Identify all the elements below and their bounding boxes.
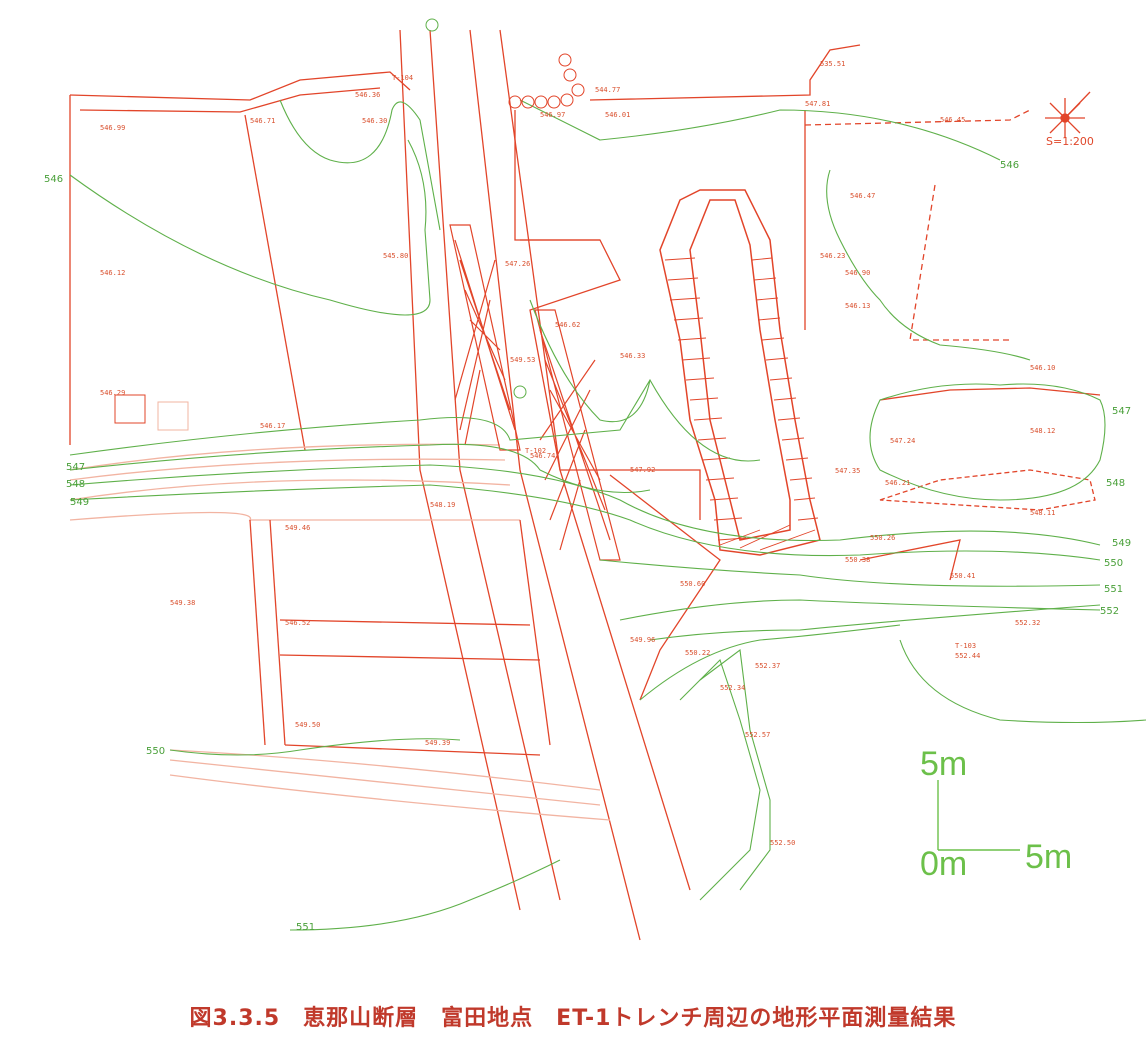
spot-height: 546.33 <box>620 352 645 360</box>
spot-height: 550.60 <box>680 580 705 588</box>
spot-height: 552.37 <box>755 662 780 670</box>
spot-height: 547.35 <box>835 467 860 475</box>
spot-height: 546.47 <box>850 192 875 200</box>
spot-height: 549.50 <box>295 721 320 729</box>
property-boundaries <box>69 29 1101 941</box>
contour-label: 549 <box>70 497 89 508</box>
spot-height: 546.36 <box>355 91 380 99</box>
spot-height: 552.34 <box>720 684 745 692</box>
spot-height: 547.81 <box>805 100 830 108</box>
contour-label: 546 <box>1000 160 1019 171</box>
spot-height: 548.11 <box>1030 509 1055 517</box>
spot-height: 546.17 <box>260 422 285 430</box>
spot-height: 550.41 <box>950 572 975 580</box>
spot-height: 549.38 <box>170 599 195 607</box>
spot-height: 547.92 <box>630 466 655 474</box>
scale-horizontal-label: 5m <box>1025 838 1072 876</box>
spot-height: 546.74 <box>530 452 555 460</box>
spot-height: 550.22 <box>685 649 710 657</box>
contour-label: 550 <box>146 746 165 757</box>
spot-height: 549.96 <box>630 636 655 644</box>
contour-label: 546 <box>44 174 63 185</box>
survey-point-id: T-102 <box>525 447 546 455</box>
spot-height: 546.01 <box>605 111 630 119</box>
spot-height: 550.26 <box>870 534 895 542</box>
scale-bar <box>937 780 1020 851</box>
contour-label: 549 <box>1112 538 1131 549</box>
spot-height: 546.10 <box>1030 364 1055 372</box>
contour-label: 547 <box>1112 406 1131 417</box>
spot-height: 546.90 <box>845 269 870 277</box>
hatched-band-right <box>534 309 621 561</box>
spot-height: 552.44 <box>955 652 980 660</box>
contour-label: 550 <box>1104 558 1123 569</box>
survey-point-id: T-104 <box>392 74 413 82</box>
spot-height: 546.23 <box>820 252 845 260</box>
spot-height: 546.97 <box>540 111 565 119</box>
spot-height: 548.19 <box>430 501 455 509</box>
contour-label: 551 <box>1104 584 1123 595</box>
spot-height: 546.71 <box>250 117 275 125</box>
spot-height: 548.12 <box>1030 427 1055 435</box>
et1-trench <box>659 189 821 556</box>
contour-lines <box>69 99 1146 931</box>
survey-map-svg: S=1:200 5m 0m 5m 546 546 547 547 548 548… <box>44 18 1146 941</box>
scale-ratio: S=1:200 <box>1046 135 1094 148</box>
contour-label: 548 <box>1106 478 1125 489</box>
spot-height: 546.21 <box>885 479 910 487</box>
spot-height: 535.51 <box>820 60 845 68</box>
north-arrow-icon <box>1045 91 1091 138</box>
hatched-band-left <box>449 224 521 451</box>
contour-label: 547 <box>66 462 85 473</box>
tree-row <box>508 53 585 109</box>
scale-vertical-label: 5m <box>920 745 967 783</box>
spot-height: 552.50 <box>770 839 795 847</box>
survey-map: S=1:200 5m 0m 5m 546 546 547 547 548 548… <box>44 18 1146 941</box>
trench-wall-hatching <box>664 257 819 551</box>
spot-height: 546.52 <box>285 619 310 627</box>
spot-height: 552.57 <box>745 731 770 739</box>
survey-marker-icons <box>425 18 527 399</box>
spot-height: 549.39 <box>425 739 450 747</box>
spot-height: 545.80 <box>383 252 408 260</box>
spot-height: 549.53 <box>510 356 535 364</box>
spot-height: 552.32 <box>1015 619 1040 627</box>
contour-label: 552 <box>1100 606 1119 617</box>
scale-zero-label: 0m <box>920 845 967 883</box>
survey-point-id: T-103 <box>955 642 976 650</box>
spot-height: 547.24 <box>890 437 915 445</box>
spot-height: 546.99 <box>100 124 125 132</box>
spot-height: 550.38 <box>845 556 870 564</box>
structures <box>114 394 189 431</box>
spot-height: 546.29 <box>100 389 125 397</box>
spot-height: 546.45 <box>940 116 965 124</box>
spot-height: 544.77 <box>595 86 620 94</box>
spot-height: 546.13 <box>845 302 870 310</box>
spot-height: 546.12 <box>100 269 125 277</box>
spot-height: 547.26 <box>505 260 530 268</box>
contour-label: 548 <box>66 479 85 490</box>
spot-height: 546.62 <box>555 321 580 329</box>
figure-caption: 図3.3.5 恵那山断層 富田地点 ET-1トレンチ周辺の地形平面測量結果 <box>189 1006 957 1031</box>
spot-height: 549.46 <box>285 524 310 532</box>
spot-height: 546.30 <box>362 117 387 125</box>
contour-label: 551 <box>296 922 315 933</box>
spot-heights: 546.99 546.12 546.29 546.17 544.77 546.9… <box>100 60 1055 847</box>
